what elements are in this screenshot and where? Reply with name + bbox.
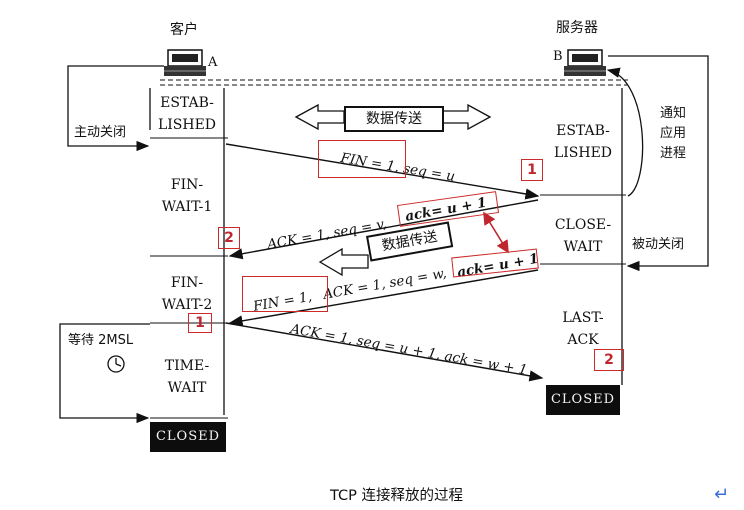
passive-close-arrow (608, 55, 709, 272)
ack2-message-arrow (225, 322, 544, 382)
ack1-message-arrow (228, 199, 539, 260)
server-state-last-ack: LAST- ACK (562, 310, 604, 348)
active-close-label: 主动关闭 (74, 125, 127, 140)
server-state-established: ESTAB- LISHED (553, 123, 613, 161)
marker-box-client-1 (188, 313, 212, 333)
client-state-fin-wait-1: FIN- WAIT-1 (161, 177, 213, 215)
client-state-time-wait: TIME- WAIT (164, 358, 210, 396)
fin2-message-arrow (228, 269, 539, 327)
notify-app-label: 通知 应用 进程 (660, 106, 687, 161)
client-state-established: ESTAB- LISHED (157, 95, 217, 133)
marker-box-server-1 (521, 159, 543, 181)
data-transfer-arrow-1 (294, 103, 492, 131)
client-host-label: A (208, 55, 218, 70)
fin2-highlight-box (242, 276, 328, 312)
server-host-label: B (553, 49, 563, 64)
marker-box-server-2 (594, 349, 624, 371)
marker-box-client-2 (218, 227, 240, 249)
passive-close-label: 被动关闭 (632, 237, 685, 252)
fin1-message-arrow (225, 143, 540, 200)
clock-icon (107, 355, 125, 373)
client-computer-icon (164, 49, 206, 76)
server-computer-icon (564, 49, 606, 76)
marker-client-2: 2 (224, 230, 234, 246)
client-title: 客户 (170, 22, 198, 38)
active-close-arrow (67, 65, 164, 152)
data-transfer-arrow-2 (318, 247, 369, 277)
server-state-close-wait: CLOSE- WAIT (554, 217, 612, 255)
ack-relation-arrow (483, 211, 509, 254)
fin1-highlight-box (318, 140, 406, 178)
client-state-fin-wait-2: FIN- WAIT-2 (161, 275, 213, 313)
client-closed-badge: CLOSED (150, 422, 226, 452)
figure-caption: TCP 连接释放的过程 (330, 488, 463, 504)
marker-client-1: 1 (195, 315, 205, 331)
return-symbol-icon: ↵ (714, 484, 730, 505)
data-transfer-box-1: 数据传送 (344, 106, 444, 132)
server-title: 服务器 (556, 20, 598, 36)
notify-app-arrow (606, 67, 644, 197)
marker-server-2: 2 (604, 352, 614, 368)
wait-2msl-label: 等待 2MSL (68, 333, 134, 348)
marker-server-1: 1 (527, 162, 537, 178)
server-closed-badge: CLOSED (546, 385, 620, 415)
